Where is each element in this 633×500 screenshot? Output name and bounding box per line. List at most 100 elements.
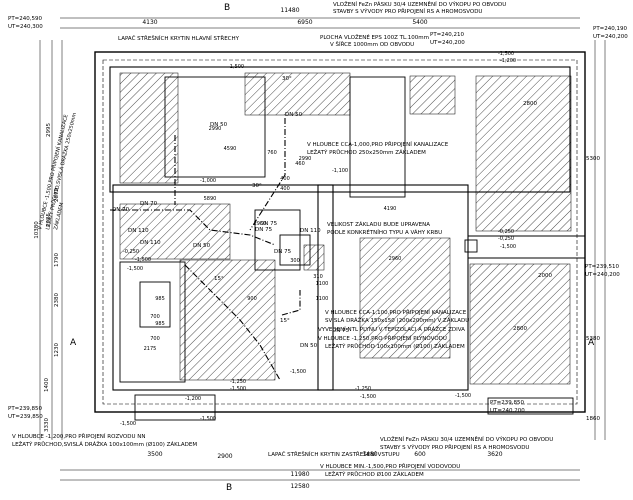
level-right: UT=240,200 [585,272,620,278]
level-inner: -1,000 [200,178,216,184]
dim-bottom: 600 [414,451,426,458]
pipe-label: DN 50 [193,243,211,249]
level-inner: -1,100 [332,168,348,174]
pipe-label: DN 75 [255,227,273,233]
dim-inner: 900 [247,296,257,302]
note-foundation-2: PODLE KONKRÉTNÍHO TYPU A VÁHY KRBU [327,228,442,236]
note-right-2: SVISLÁ DRÁŽKA 150x150 (200x200mm) V ZÁKL… [325,316,469,324]
level-inner: -1,500 [230,386,246,392]
pipe-label: DN 110 [300,228,321,234]
dim-inner: 2990 [209,126,222,132]
level-inner: -1,500 [290,369,306,375]
level-inner: -1,500 [127,266,143,272]
dim-inner: 2960 [254,221,267,227]
note-bottom-2: V HLOUBCE MIN.-1,500,PRO PŘIPOJENÍ VODOV… [320,462,460,470]
level-inner: -1,500 [200,416,216,422]
pipe-label: DN 75 [274,249,292,255]
dim-inner: 700 [150,336,160,342]
dim-right: 5300 [586,156,600,162]
level-top: PT=240,210 [430,32,465,38]
dim-bottom: 3620 [487,451,502,458]
level-top: PT=240,190 [593,26,628,32]
dim-inner: 1100 [316,296,329,302]
angle-label: 15° [214,276,224,282]
dim-inner: 460 [295,161,305,167]
level-left: UT=240,300 [8,24,43,30]
level-right: UT=240,200 [490,408,525,414]
level-inner: -1,200 [500,58,516,64]
pipe-label: DN 110 [140,240,161,246]
note-top-center-2: STAVBY S VÝVODY PRO PŘIPOJENÍ RS A HROMO… [333,7,482,15]
pipe-label: DN 70 [112,207,130,213]
dim-bottom: 2900 [217,453,232,460]
dim-right: 1860 [586,416,600,422]
dim-right: 2000 [538,273,552,279]
note-right-3: VYVEDENÍ NTL PLYNU V TEPIZOLACI A DRÁŽCE… [318,325,465,333]
dim-left: 2870 [54,188,60,202]
level-right: PT=239,510 [585,264,620,270]
dim-bottom: 11980 [290,471,309,478]
dim-left: 1400 [44,378,50,392]
note-bottom-3: LEŽATÝ PRŮCHOD Ø100 ZÁKLADEM [325,470,424,478]
note-bottom-right-2: STAVBY S VÝVODY PRO PŘIPOJENÍ RS A HROMO… [380,443,529,451]
dim-left: 2995 [46,123,52,137]
level-inner: -1,500 [135,257,151,263]
level-inner: -1,500 [500,244,516,250]
dim-left: 10380 [34,221,40,239]
pipe-label: DN 50 [210,122,228,128]
dim-inner: 760 [267,150,277,156]
note-bottom-right-1: VLOŽENÍ FeZn PÁSKU 30/4 UZEMNĚNÍ DO VÝKO… [380,435,553,443]
dim-inner: 4590 [224,146,237,152]
dim-left: 1230 [54,343,60,357]
dim-inner: 400 [280,176,290,182]
dim-right: 2800 [513,326,527,332]
level-inner: -0,250 [498,236,514,242]
note-bottom-left-2: LEŽATÝ PRŮCHOD,SVISLÁ DRÁŽKA 100x100mm (… [12,440,197,448]
dim-top: 5400 [412,19,427,26]
dim-inner: 300 [290,258,300,264]
note-plate-2: V ŠÍŘCE 1000mm OD OBVODU [330,40,414,48]
note-foundation-1: VELIKOST ZÁKLADU BUDE UPRAVENA [327,221,430,228]
foundation-walls [94,51,586,421]
note-top-center-1: VLOŽENÍ FeZn PÁSKU 30/4 UZEMNĚNÍ DO VÝKO… [333,0,506,8]
pipe-label: DN 70 [140,201,158,207]
dim-left: 3330 [44,418,50,432]
level-inner: -0,250 [123,249,139,255]
pipe-label: DN 110 [128,228,149,234]
section-mark: A [70,338,77,348]
level-inner: -1,500 [228,64,244,70]
note-bottom-left-1: V HLOUBCE -1,200,PRO PŘIPOJENÍ ROZVODU N… [12,432,145,440]
angle-label: 15° [280,318,290,324]
level-right: PT=239,850 [490,400,525,406]
dim-left: 2085 [46,213,52,227]
note-right-4: V HLOUBCE -1,250,PRO PŘIPOJENÍ PLYNOVODU [318,334,447,342]
level-inner: -0,250 [498,229,514,235]
dim-inner: 2175 [144,346,157,352]
section-mark: B [224,3,230,13]
dim-bottom: 1480 [362,451,377,458]
hatched-foundation-areas [119,72,572,385]
note-mid-2: LEŽATÝ PRŮCHOD 250x250mm ZÁKLADEM [307,148,426,156]
dim-inner: 2960 [389,256,402,262]
note-bottom-1: LAPAČ STŘEŠNÍCH KRYTIN ZASTŘEŠENÍ VSTUPU [268,450,400,458]
dim-inner: 1100 [316,281,329,287]
level-inner: -1,500 [455,393,471,399]
dimension-lines [39,17,606,481]
level-left: PT=240,590 [8,16,43,22]
level-left: UT=239,850 [8,414,43,420]
level-inner: -1,250 [230,379,246,385]
sewer-pipe-routes [110,118,301,381]
section-mark: A [588,338,595,348]
note-top-left: LAPAČ STŘEŠNÍCH KRYTIN HLAVNÍ STŘECHY [118,34,240,42]
note-right-5: LEŽATÝ PRŮCHOD 100x100mm (Ø100) ZÁKLADEM [325,342,465,350]
dim-inner: 400 [280,186,290,192]
level-left: PT=239,850 [8,406,43,412]
dim-top: 4130 [142,19,157,26]
angle-label: 30° [252,183,262,189]
dim-inner: 700 [150,314,160,320]
pipe-label: DN 50 [285,112,303,118]
dim-top: 6950 [297,19,312,26]
level-inner: -1,500 [360,394,376,400]
dim-bottom: 3500 [147,451,162,458]
